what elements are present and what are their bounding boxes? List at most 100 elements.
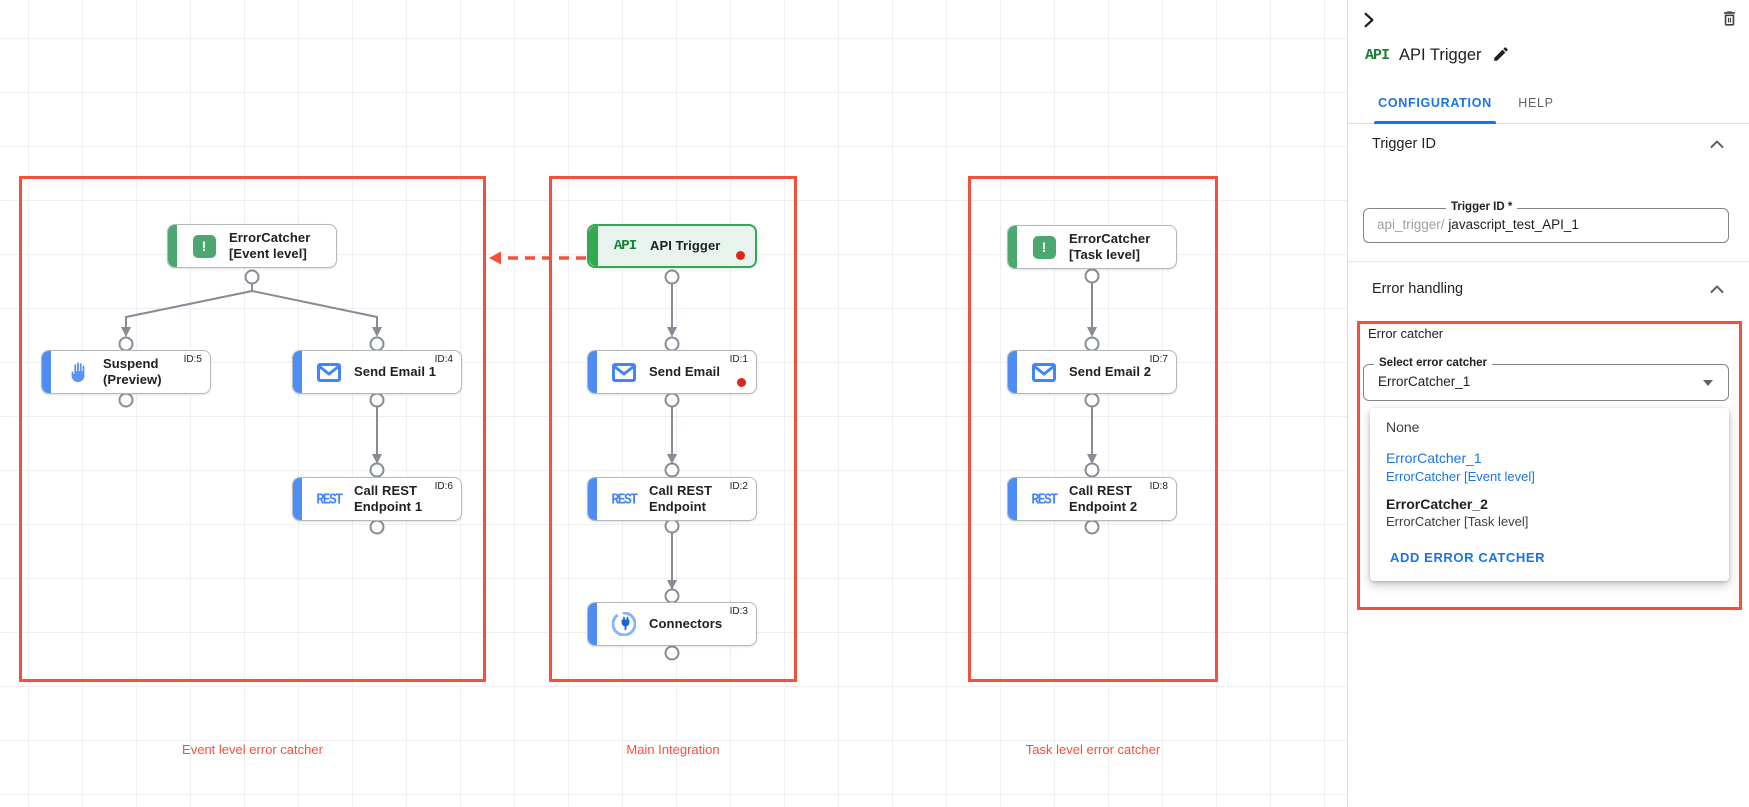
node-call-rest-endpoint-2[interactable]: REST Call REST Endpoint 2 ID:8 — [1007, 477, 1177, 521]
node-accent-bar — [588, 351, 597, 393]
add-error-catcher-button[interactable]: ADD ERROR CATCHER — [1390, 550, 1546, 565]
errorcatcher-icon: ! — [1025, 235, 1063, 259]
node-accent-bar — [42, 351, 51, 393]
event-level-group-rect — [19, 176, 486, 682]
node-id-badge: ID:8 — [1149, 481, 1168, 492]
error-dot — [736, 251, 745, 260]
active-tab-underline — [1374, 121, 1496, 124]
node-title: Call REST — [1069, 482, 1133, 498]
rest-icon: REST — [316, 490, 343, 508]
error-catcher-label: Error catcher — [1368, 326, 1444, 341]
node-errorcatcher-event-level[interactable]: ! ErrorCatcher [Event level] — [167, 224, 337, 268]
node-accent-bar — [293, 351, 302, 393]
node-title-line2: (Preview) — [103, 372, 162, 387]
menu-option-errorcatcher-1-desc[interactable]: ErrorCatcher [Event level] — [1386, 469, 1535, 484]
node-send-email-2[interactable]: Send Email 2 ID:7 — [1007, 350, 1177, 394]
node-title: ErrorCatcher — [1069, 230, 1151, 246]
node-id-badge: ID:7 — [1149, 354, 1168, 365]
node-title: Suspend — [103, 355, 159, 371]
node-accent-bar — [1008, 226, 1017, 268]
node-accent-bar — [588, 478, 597, 520]
node-title-line2: Endpoint 1 — [354, 499, 423, 514]
task-level-group-label: Task level error catcher — [1025, 742, 1161, 757]
select-error-catcher-value: ErrorCatcher_1 — [1378, 374, 1471, 389]
node-title: Call REST — [354, 482, 418, 498]
node-send-email-1[interactable]: Send Email 1 ID:4 — [292, 350, 462, 394]
trigger-id-field-label: Trigger ID * — [1446, 201, 1518, 213]
node-title: Call REST — [649, 482, 713, 498]
node-title: Send Email 2 — [1069, 363, 1152, 379]
node-accent-bar — [589, 226, 598, 266]
email-icon — [605, 362, 643, 382]
panel-title: API Trigger — [1399, 46, 1482, 64]
node-title: ErrorCatcher — [229, 229, 311, 245]
tab-configuration[interactable]: CONFIGURATION — [1378, 96, 1492, 110]
node-call-rest-endpoint[interactable]: REST Call REST Endpoint ID:2 — [587, 477, 757, 521]
menu-option-errorcatcher-1[interactable]: ErrorCatcher_1 — [1386, 450, 1482, 466]
node-accent-bar — [293, 478, 302, 520]
trigger-id-prefix: api_trigger/ — [1377, 217, 1445, 232]
node-accent-bar — [168, 225, 177, 267]
select-error-catcher-label: Select error catcher — [1374, 357, 1493, 369]
connectors-icon — [605, 612, 643, 636]
node-errorcatcher-task-level[interactable]: ! ErrorCatcher [Task level] — [1007, 225, 1177, 269]
errorcatcher-icon: ! — [185, 234, 223, 258]
node-send-email[interactable]: Send Email ID:1 — [587, 350, 757, 394]
rest-icon: REST — [1031, 490, 1058, 508]
collapse-error-handling-icon[interactable] — [1710, 282, 1724, 297]
menu-option-none[interactable]: None — [1386, 419, 1420, 435]
panel-header: API API Trigger — [1365, 45, 1510, 66]
event-level-group-label: Event level error catcher — [182, 742, 323, 757]
trigger-id-field[interactable]: Trigger ID * api_trigger/ javascript_tes… — [1363, 201, 1729, 243]
section-divider — [1348, 261, 1749, 262]
email-icon — [310, 362, 348, 382]
collapse-trigger-id-icon[interactable] — [1710, 137, 1724, 152]
trigger-id-section-heading: Trigger ID — [1372, 136, 1436, 152]
node-id-badge: ID:5 — [183, 354, 202, 365]
collapse-panel-button[interactable] — [1360, 11, 1378, 32]
error-dot — [737, 378, 746, 387]
error-handling-section-heading: Error handling — [1372, 281, 1464, 297]
tab-help[interactable]: HELP — [1518, 96, 1554, 110]
node-title-line2: [Task level] — [1069, 247, 1141, 262]
menu-option-errorcatcher-2[interactable]: ErrorCatcher_2 — [1386, 496, 1488, 512]
edit-title-button[interactable] — [1492, 45, 1510, 66]
menu-option-errorcatcher-2-desc[interactable]: ErrorCatcher [Task level] — [1386, 514, 1529, 529]
node-id-badge: ID:1 — [729, 354, 748, 365]
node-id-badge: ID:6 — [434, 481, 453, 492]
node-title-line2: [Event level] — [229, 246, 307, 261]
node-api-trigger[interactable]: API API Trigger — [587, 224, 757, 268]
panel-tabs: CONFIGURATION HELP — [1348, 85, 1749, 124]
node-id-badge: ID:4 — [434, 354, 453, 365]
task-level-group-rect — [968, 176, 1218, 682]
integration-canvas[interactable]: Event level error catcher Main Integrati… — [0, 0, 1348, 807]
node-title: Send Email 1 — [354, 363, 437, 379]
node-title: Connectors — [649, 615, 723, 631]
main-integration-group-label: Main Integration — [626, 742, 720, 757]
main-integration-group-rect — [549, 176, 797, 682]
node-title-line2: Endpoint 2 — [1069, 499, 1138, 514]
node-title: API Trigger — [650, 237, 721, 253]
error-catcher-dropdown-menu: None ErrorCatcher_1 ErrorCatcher [Event … — [1370, 408, 1729, 581]
node-title-line2: Endpoint — [649, 499, 707, 514]
node-connectors[interactable]: Connectors ID:3 — [587, 602, 757, 646]
node-accent-bar — [588, 603, 597, 645]
node-title: Send Email — [649, 363, 721, 379]
trigger-id-value[interactable]: javascript_test_API_1 — [1448, 217, 1579, 232]
dropdown-caret-icon[interactable] — [1703, 380, 1713, 386]
error-catcher-annotation-rect — [1357, 321, 1742, 610]
email-icon — [1025, 362, 1063, 382]
suspend-hand-icon — [59, 361, 97, 383]
select-error-catcher-field[interactable]: Select error catcher ErrorCatcher_1 — [1363, 357, 1729, 401]
node-id-badge: ID:2 — [729, 481, 748, 492]
node-call-rest-endpoint-1[interactable]: REST Call REST Endpoint 1 ID:6 — [292, 477, 462, 521]
api-trigger-icon: API — [1365, 47, 1390, 64]
node-accent-bar — [1008, 351, 1017, 393]
node-suspend[interactable]: Suspend (Preview) ID:5 — [41, 350, 211, 394]
rest-icon: REST — [611, 490, 638, 508]
api-icon: API — [613, 238, 637, 254]
node-id-badge: ID:3 — [729, 606, 748, 617]
node-accent-bar — [1008, 478, 1017, 520]
delete-trigger-button[interactable] — [1720, 9, 1739, 31]
